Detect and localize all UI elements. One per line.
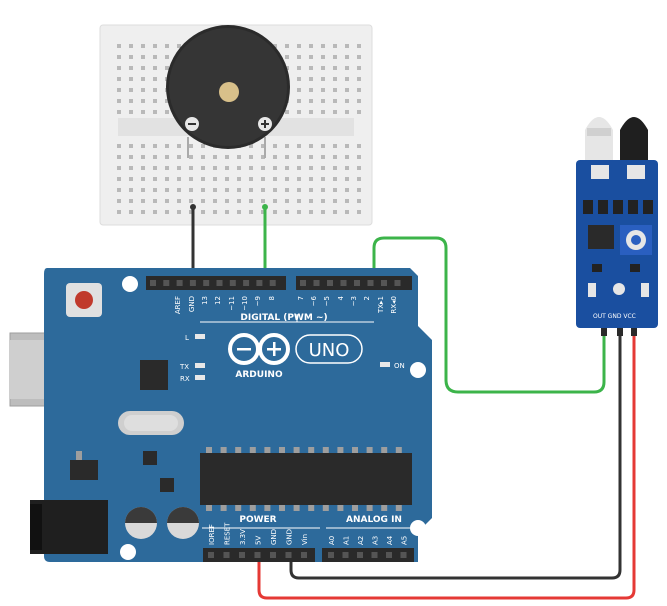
ir-sensor-module: OUT GND VCC: [576, 117, 658, 336]
power-pin-label: IOREF: [208, 524, 216, 545]
analog-label: ANALOG IN: [346, 515, 402, 525]
power-pin-label: 5V: [255, 536, 263, 545]
arduino-uno-board: AREF GND 13 12 ~11 ~10 ~9 8 7 ~6 ~5 4 ~3 2 TX▸1 RX◂0 DI…: [9, 268, 432, 562]
analog-pin-label: A2: [357, 536, 365, 545]
power-pin-label: RESET: [224, 522, 232, 545]
top-pin-label: ~6: [310, 295, 318, 306]
top-pin-label: TX▸1: [377, 296, 385, 314]
top-pin-label: ~10: [241, 296, 249, 311]
voltage-regulator: [70, 460, 98, 480]
arduino-logo-icon: [228, 333, 290, 365]
brand-label: ARDUINO: [235, 370, 283, 380]
wire-gnd-gnd: [289, 330, 622, 580]
top-pin-label: ~5: [323, 296, 331, 306]
top-pin-label: 4: [337, 295, 345, 300]
power-pin-label: GND: [286, 529, 294, 545]
power-label: POWER: [239, 515, 276, 525]
led-tx-label: TX: [179, 363, 189, 371]
power-pin-label: Vin: [301, 534, 309, 545]
analog-pin-label: A5: [401, 536, 409, 545]
top-pin-label: GND: [188, 296, 196, 312]
power-pin-label: 3.3V: [239, 529, 247, 545]
wire-5v-vcc: [257, 330, 636, 600]
top-pin-label: 7: [297, 296, 305, 300]
top-pin-label: ~3: [350, 296, 358, 306]
led-rx-label: RX: [180, 375, 190, 383]
model-label: UNO: [309, 340, 350, 361]
wires: [190, 204, 636, 600]
led-on-label: ON: [394, 362, 405, 370]
ir-pin-labels: OUT GND VCC: [593, 313, 636, 320]
led-l-label: L: [185, 334, 189, 342]
top-pin-label: 2: [363, 296, 371, 300]
power-jack: [30, 500, 108, 554]
top-pin-label: 12: [214, 296, 222, 305]
analog-pin-label: A3: [372, 536, 380, 545]
power-pin-label: GND: [270, 529, 278, 545]
top-pin-label: RX◂0: [390, 296, 398, 314]
top-pin-label: ~11: [228, 296, 236, 311]
ir-receiver: [620, 130, 648, 164]
digital-header-left: [146, 276, 286, 290]
analog-header: [322, 548, 414, 562]
wire-pin2-out: [372, 236, 606, 394]
top-pin-label: ~9: [254, 296, 262, 306]
analog-pin-label: A1: [343, 536, 351, 545]
analog-pin-label: A0: [328, 536, 336, 545]
top-pin-label: 8: [268, 296, 276, 300]
piezo-buzzer: [166, 25, 290, 158]
analog-pin-label: A4: [386, 535, 394, 545]
top-pin-label: AREF: [174, 296, 182, 314]
top-pin-label: 13: [201, 296, 209, 305]
minus-icon: [188, 123, 196, 125]
atmega-chip: [200, 453, 412, 505]
usb-chip: [140, 360, 168, 390]
digital-label: DIGITAL (PWM ~): [240, 313, 327, 323]
